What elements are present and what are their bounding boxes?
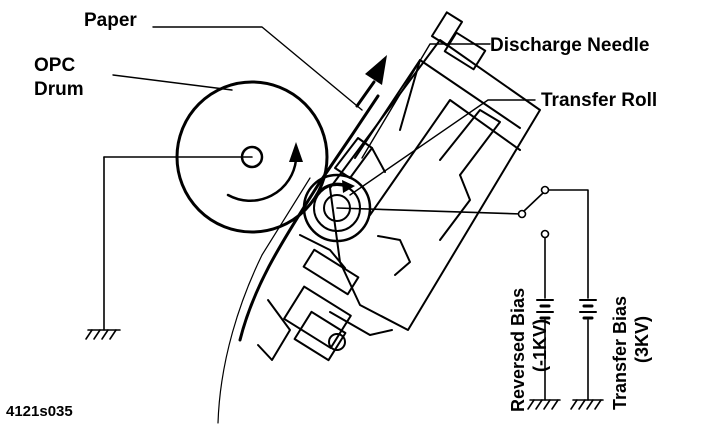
transfer-roll-label: Transfer Roll (541, 90, 657, 111)
reversed-bias-label-line1: Reversed Bias (508, 288, 528, 412)
drum-rotation-arc (226, 158, 298, 203)
paper-path (217, 55, 387, 424)
drum-ground (85, 156, 253, 340)
transfer-assembly (257, 11, 541, 362)
switch-contact-transfer (540, 185, 550, 195)
roll-bias-wire (336, 207, 523, 215)
switch-blade (523, 192, 544, 212)
transfer-bias-wire (548, 189, 589, 299)
assembly-frame-2 (439, 174, 471, 241)
lower-bracket (257, 299, 291, 361)
opc-drum-label-line2: Drum (34, 79, 84, 100)
opc-drum-label-line1: OPC (34, 55, 75, 76)
paper-label: Paper (84, 10, 137, 31)
lower-pin (328, 333, 346, 351)
paper-sheet (238, 94, 380, 342)
assembly-edge (399, 59, 421, 131)
side-bracket (377, 235, 411, 276)
discharge-needle-leader (361, 43, 491, 159)
lower-block-3 (293, 310, 347, 362)
reversed-bias-label-line2: (-1KV) (530, 319, 550, 372)
paper-direction-shaft (355, 80, 376, 108)
lower-link (329, 311, 393, 336)
transfer-bias-battery-icon (579, 299, 597, 320)
roll-rotation-arrow-icon (342, 180, 355, 193)
reversed-bias-ground-icon (527, 399, 561, 410)
assembly-rail-inner (369, 99, 521, 216)
lower-block-2 (283, 285, 352, 349)
figure-id-label: 4121s035 (6, 403, 73, 420)
transfer-bias-label-line1: Transfer Bias (610, 296, 630, 410)
lower-mech (299, 234, 346, 269)
discharge-needle-label: Discharge Needle (490, 35, 649, 56)
paper-direction-arrow-icon (365, 55, 387, 85)
switch-contact-reversed (540, 229, 550, 239)
paper-leader (152, 26, 363, 111)
transfer-bias-ground-icon (570, 399, 604, 410)
transfer-roll-leader (349, 99, 536, 196)
assembly-top-block (430, 11, 464, 47)
lower-block (302, 248, 360, 296)
switch-pivot (517, 209, 527, 219)
assembly-top-block-2 (443, 31, 487, 71)
opc-drum-leader (112, 74, 233, 91)
paper-guide (217, 177, 311, 424)
drum-rotation-arrow-icon (289, 142, 303, 162)
leader-lines (112, 26, 536, 196)
needle-tip (371, 147, 386, 173)
bias-circuit (336, 185, 589, 401)
transfer-bias-label-line2: (3KV) (632, 316, 652, 363)
assembly-frame (439, 109, 501, 176)
reversed-bias-battery-icon (536, 299, 554, 320)
